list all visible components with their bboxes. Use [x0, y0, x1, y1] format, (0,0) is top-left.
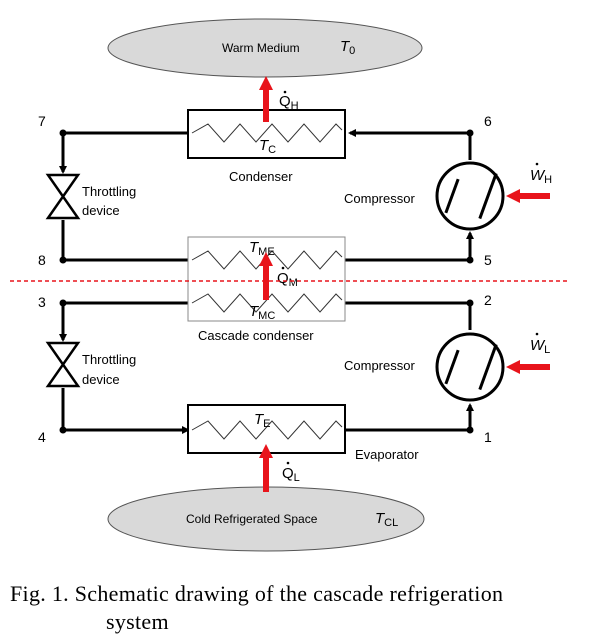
condenser-label: Condenser [229, 169, 293, 184]
warm-medium: Warm Medium T0 [107, 18, 423, 78]
wl-dot [535, 332, 539, 336]
heat-flow-qh: QH [279, 93, 299, 112]
ql-dot [286, 461, 290, 465]
low-cycle [59, 301, 474, 434]
qh-dot [283, 90, 287, 94]
work-wh: WH [530, 167, 552, 186]
state-point-5: 5 [484, 252, 492, 268]
figure-caption: Fig. 1. Schematic drawing of the cascade… [10, 580, 582, 636]
caption-line-1: Fig. 1. Schematic drawing of the cascade… [10, 581, 504, 606]
compressor-high [435, 161, 505, 231]
warm-medium-label: Warm Medium [222, 41, 300, 55]
throttling-high-label-1: Throttling [82, 184, 136, 199]
state-point-7: 7 [38, 113, 46, 129]
compressor-high-label: Compressor [344, 191, 415, 206]
evaporator-label: Evaporator [355, 447, 419, 462]
state-point-dots [59, 129, 474, 434]
throttling-high-label-2: device [82, 203, 120, 218]
high-cycle [59, 129, 474, 262]
cascade-refrigeration-diagram: Warm Medium T0 Cold Refrigerated Space T… [10, 18, 570, 552]
condenser-temp: TC [259, 137, 276, 156]
state-point-3: 3 [38, 294, 46, 310]
compressor-low-label: Compressor [344, 358, 415, 373]
wh-dot [535, 162, 539, 166]
evaporator-temp: TE [254, 411, 271, 430]
cascade-condenser-label: Cascade condenser [198, 328, 314, 343]
throttling-low-label-1: Throttling [82, 352, 136, 367]
cold-space-temp: TCL [375, 510, 398, 529]
work-arrows [506, 189, 550, 374]
cold-space: Cold Refrigerated Space TCL [107, 486, 425, 552]
throttling-low-label-2: device [82, 372, 120, 387]
compressor-low [435, 332, 505, 402]
heat-flow-ql: QL [282, 465, 300, 484]
warm-medium-temp: T0 [340, 38, 355, 57]
throttling-device-high [45, 173, 81, 220]
work-wl: WL [530, 337, 550, 356]
throttling-device-low [45, 341, 81, 388]
state-point-1: 1 [484, 429, 492, 445]
state-point-6: 6 [484, 113, 492, 129]
state-point-4: 4 [38, 429, 46, 445]
caption-line-2: system [106, 609, 169, 634]
cascade-temp-mc: TMC [249, 303, 275, 322]
qm-dot [281, 266, 285, 270]
state-point-8: 8 [38, 252, 46, 268]
cold-space-label: Cold Refrigerated Space [186, 512, 318, 526]
state-point-2: 2 [484, 292, 492, 308]
heat-flow-qm: QM [277, 270, 298, 289]
evaporator: TE [187, 404, 346, 454]
